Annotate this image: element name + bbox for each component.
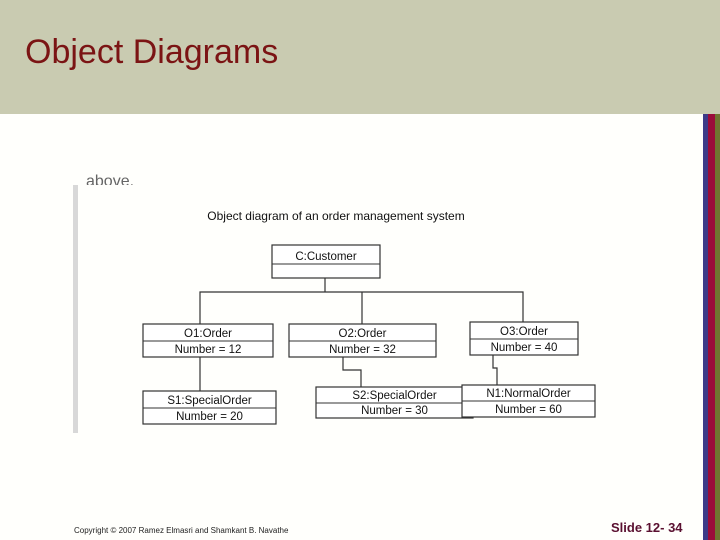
- slide-title: Object Diagrams: [25, 33, 279, 71]
- title-bar: Object Diagrams: [0, 0, 720, 114]
- object-box-frame: [271, 244, 381, 279]
- object-attribute: Number = 20: [176, 411, 243, 423]
- object-name: S1:SpecialOrder: [167, 395, 252, 407]
- links: [199, 278, 524, 391]
- diagram-caption: Object diagram of an order management sy…: [207, 209, 464, 223]
- stripe-red: [708, 114, 715, 540]
- link-o2-s2: [342, 357, 362, 387]
- slide-number: Slide 12- 34: [611, 520, 683, 535]
- quote-bar: [73, 185, 78, 433]
- object-box: C:Customer: [271, 244, 381, 279]
- object-name: C:Customer: [295, 251, 357, 263]
- stripe-olive: [715, 114, 720, 540]
- object-name: O2:Order: [339, 328, 387, 340]
- clipped-text-label: above.: [86, 173, 135, 185]
- object-attribute: Number = 30: [361, 405, 428, 417]
- object-name: O3:Order: [500, 326, 548, 338]
- link-o3-n1: [492, 355, 498, 385]
- object-attribute: Number = 60: [495, 404, 562, 416]
- object-name: N1:NormalOrder: [486, 388, 571, 400]
- object-attribute: Number = 12: [175, 344, 242, 356]
- object-attribute: Number = 32: [329, 344, 396, 356]
- object-name: S2:SpecialOrder: [352, 390, 437, 402]
- stripe-blue: [703, 114, 708, 540]
- clipped-text: above.: [86, 168, 134, 185]
- footer-copyright: Copyright © 2007 Ramez Elmasri and Shamk…: [74, 526, 289, 535]
- object-name: O1:Order: [184, 328, 232, 340]
- object-attribute: Number = 40: [491, 342, 558, 354]
